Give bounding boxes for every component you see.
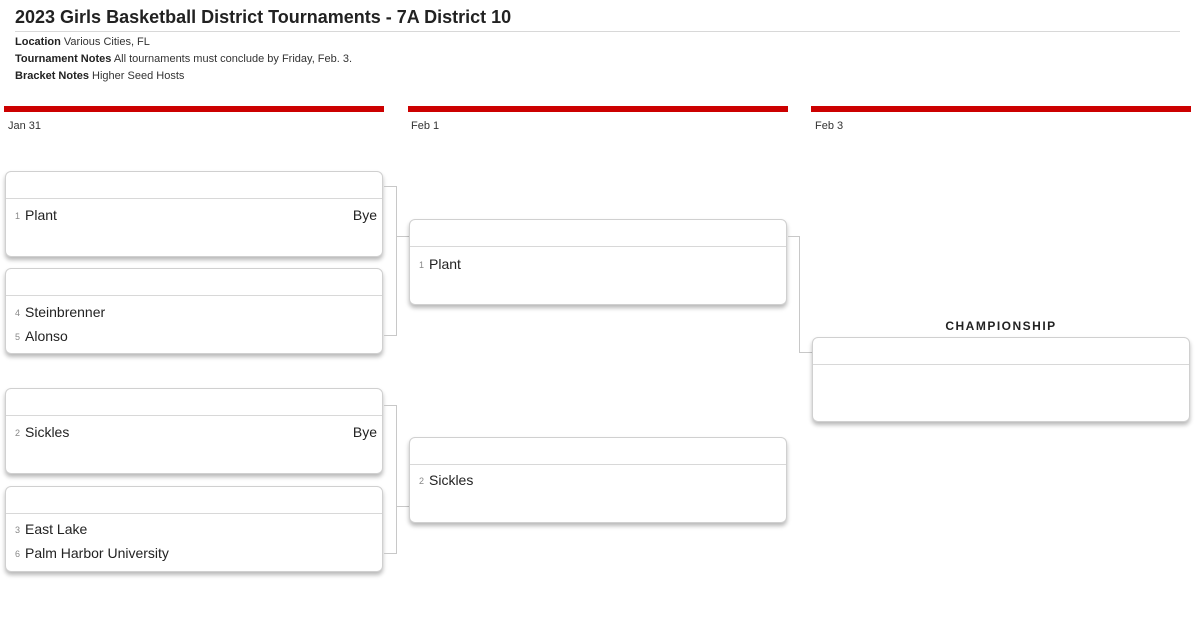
team-name: Alonso	[25, 328, 68, 344]
title-divider	[15, 31, 1180, 32]
team-seed: 4	[15, 308, 21, 318]
team-name: East Lake	[25, 521, 88, 537]
team-seed: 2	[15, 428, 21, 438]
match-header	[410, 438, 786, 465]
team-seed: 6	[15, 549, 21, 559]
bracket-connector-stub	[397, 236, 409, 237]
bracket-notes-line: Bracket Notes Higher Seed Hosts	[15, 70, 184, 82]
team-slot-2[interactable]: 5 Alonso	[6, 328, 382, 348]
round-2-bar	[408, 106, 788, 112]
bracket-connector-stub	[800, 352, 812, 353]
bracket-notes-label: Bracket Notes	[15, 70, 89, 82]
team-name: Sickles	[429, 472, 474, 488]
bracket-connector	[788, 236, 800, 353]
match-header	[813, 338, 1189, 365]
team-name: Plant	[429, 256, 461, 272]
match-header	[410, 220, 786, 247]
match-r2-2[interactable]: 2 Sickles	[409, 437, 787, 523]
team-slot-1[interactable]: 1 Plant Bye	[6, 207, 382, 227]
team-result: Bye	[352, 424, 377, 440]
team-slot-1[interactable]: 4 Steinbrenner	[6, 304, 382, 324]
team-seed: 5	[15, 332, 21, 342]
team-seed: 1	[419, 260, 425, 270]
location-label: Location	[15, 36, 61, 48]
championship-match[interactable]	[812, 337, 1190, 422]
round-1-date: Jan 31	[8, 120, 42, 132]
team-result: Bye	[352, 207, 377, 223]
bracket-notes-value: Higher Seed Hosts	[92, 70, 185, 82]
team-seed: 3	[15, 525, 21, 535]
team-name: Plant	[25, 207, 57, 223]
team-slot-1[interactable]: 2 Sickles	[410, 472, 786, 492]
round-2-date: Feb 1	[411, 120, 440, 132]
team-seed: 2	[419, 476, 425, 486]
team-name: Palm Harbor University	[25, 545, 169, 561]
tournament-notes-label: Tournament Notes	[15, 53, 112, 65]
round-3-date: Feb 3	[815, 120, 844, 132]
match-header	[6, 389, 382, 416]
team-slot-2[interactable]: 6 Palm Harbor University	[6, 545, 382, 565]
championship-label: CHAMPIONSHIP	[945, 319, 1057, 333]
page-title: 2023 Girls Basketball District Tournamen…	[15, 7, 512, 27]
bracket-connector	[384, 405, 397, 554]
match-r2-1[interactable]: 1 Plant	[409, 219, 787, 305]
team-slot-1[interactable]: 3 East Lake	[6, 521, 382, 541]
match-r1-1[interactable]: 1 Plant Bye	[5, 171, 383, 257]
team-name: Steinbrenner	[25, 304, 106, 320]
match-r1-3[interactable]: 2 Sickles Bye	[5, 388, 383, 474]
team-slot-1[interactable]: 1 Plant	[410, 256, 786, 276]
match-header	[6, 172, 382, 199]
bracket-connector-stub	[397, 506, 409, 507]
team-name: Sickles	[25, 424, 70, 440]
tournament-notes-value: All tournaments must conclude by Friday,…	[113, 53, 353, 65]
match-r1-4[interactable]: 3 East Lake 6 Palm Harbor University	[5, 486, 383, 572]
team-seed: 1	[15, 211, 21, 221]
match-header	[6, 487, 382, 514]
round-3-bar	[811, 106, 1191, 112]
match-r1-2[interactable]: 4 Steinbrenner 5 Alonso	[5, 268, 383, 354]
location-value: Various Cities, FL	[63, 36, 150, 48]
location-line: Location Various Cities, FL	[15, 36, 150, 48]
bracket-connector	[384, 186, 397, 336]
tournament-notes-line: Tournament Notes All tournaments must co…	[15, 53, 352, 65]
team-slot-1[interactable]: 2 Sickles Bye	[6, 424, 382, 444]
round-1-bar	[4, 106, 384, 112]
match-header	[6, 269, 382, 296]
